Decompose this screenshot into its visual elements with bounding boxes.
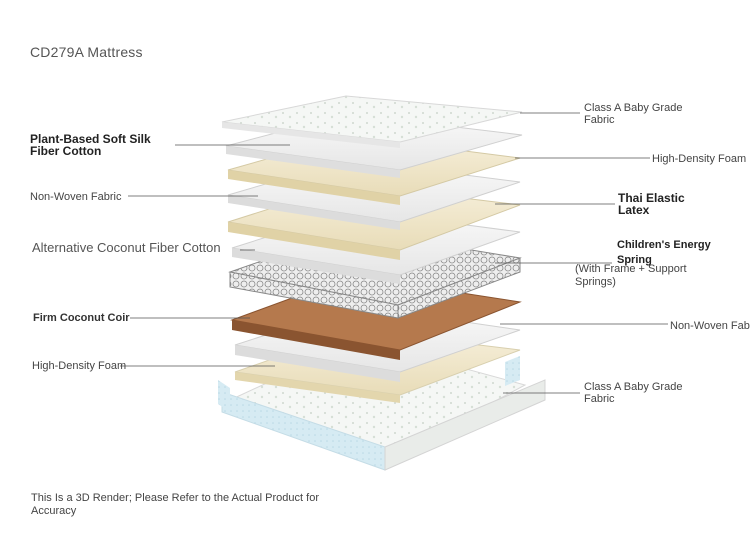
label-plant-based-silk: Plant-Based Soft Silk Fiber Cotton xyxy=(30,133,151,157)
label-non-woven-left: Non-Woven Fabric xyxy=(30,191,122,203)
label-high-density-foam-right: High-Density Foam xyxy=(652,153,747,165)
label-non-woven-right: Non-Woven Fab xyxy=(670,320,750,332)
label-thai-latex: Thai Elastic Latex xyxy=(618,191,685,217)
label-firm-coconut-coir: Firm Coconut Coir xyxy=(33,312,130,324)
label-class-a-bottom: Class A Baby Grade Fabric xyxy=(584,381,683,405)
label-energy-spring: Children's Energy Spring xyxy=(617,239,711,266)
label-plant-based-silk-text: Plant-Based Soft Silk Fiber Cotton xyxy=(30,132,151,158)
page-title: CD279A Mattress xyxy=(30,44,143,60)
label-high-density-foam-left: High-Density Foam xyxy=(32,360,127,372)
top-baby-fabric-layer xyxy=(221,95,523,148)
render-disclaimer: This Is a 3D Render; Please Refer to the… xyxy=(31,492,319,517)
label-class-a-top: Class A Baby Grade Fabric xyxy=(584,102,683,126)
label-spring-sub: (With Frame + Support Springs) xyxy=(575,263,687,288)
label-coconut-fiber-cotton: Alternative Coconut Fiber Cotton xyxy=(32,240,221,255)
